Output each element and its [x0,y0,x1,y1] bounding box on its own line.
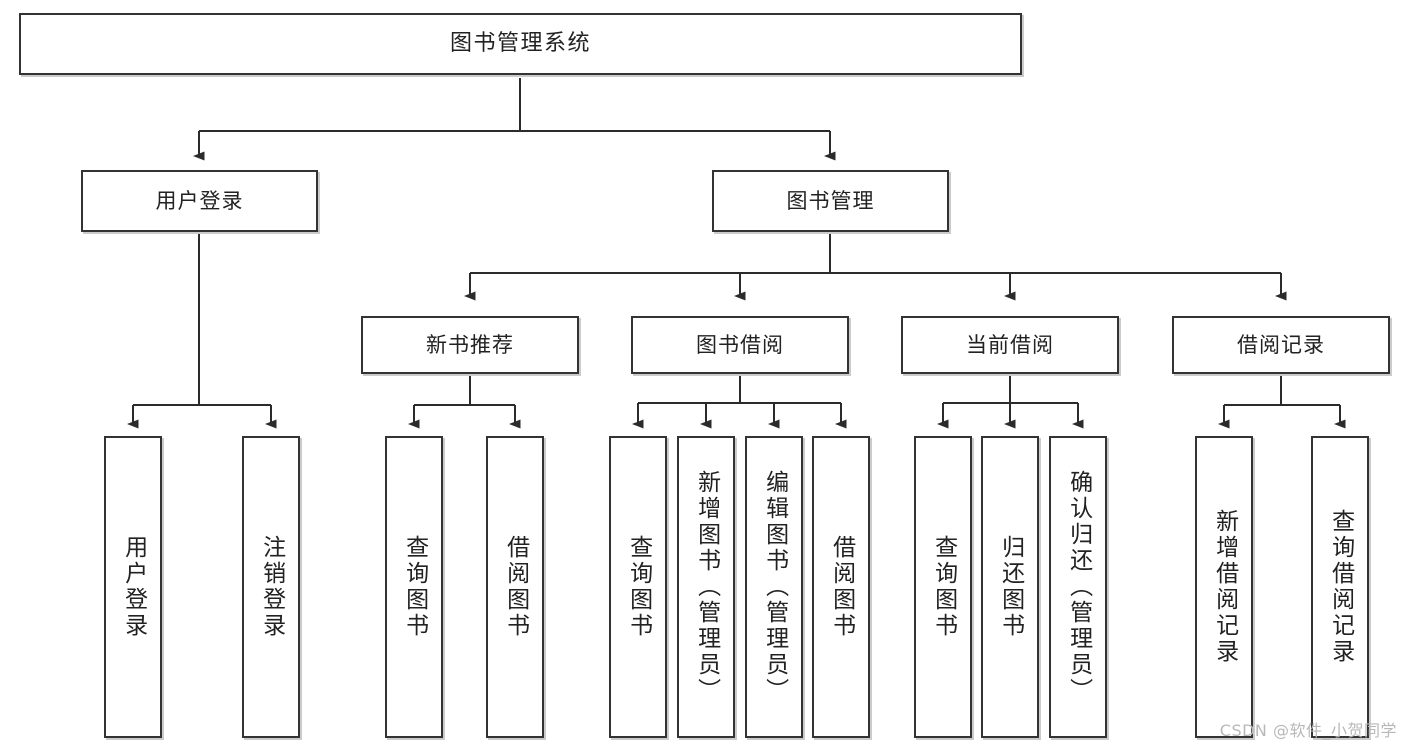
leaf-new-book-borrow[interactable]: 借阅图书 [486,436,544,738]
node-label: 当前借阅 [966,332,1054,357]
leaf-new-book-query[interactable]: 查询图书 [385,436,443,738]
leaf-user-login-signin[interactable]: 用户登录 [104,436,162,738]
node-label: 图书管理系统 [449,31,591,57]
leaf-book-borrow-edit-admin[interactable]: 编辑图书（管理员） [745,436,803,738]
node-label: 借阅记录 [1237,332,1325,357]
node-borrow-record[interactable]: 借阅记录 [1172,316,1390,374]
node-root-book-management-system[interactable]: 图书管理系统 [19,13,1022,75]
node-current-borrow[interactable]: 当前借阅 [901,316,1119,374]
leaf-current-borrow-confirm-admin[interactable]: 确认归还（管理员） [1049,436,1107,738]
node-book-management[interactable]: 图书管理 [712,170,949,232]
node-label: 图书管理 [786,188,875,213]
node-label: 新增借阅记录 [1211,509,1238,665]
node-user-login[interactable]: 用户登录 [81,170,318,232]
node-label: 用户登录 [155,188,244,213]
node-label: 编辑图书（管理员） [761,470,788,704]
node-label: 归还图书 [997,535,1024,639]
leaf-book-borrow-query[interactable]: 查询图书 [609,436,667,738]
node-label: 借阅图书 [502,535,529,639]
node-label: 查询图书 [401,535,428,639]
leaf-book-borrow-borrow[interactable]: 借阅图书 [812,436,870,738]
leaf-user-login-logout[interactable]: 注销登录 [242,436,300,738]
node-label: 查询图书 [930,535,957,639]
node-book-borrow[interactable]: 图书借阅 [631,316,849,374]
node-new-book-recommend[interactable]: 新书推荐 [361,316,579,374]
node-label: 图书借阅 [696,332,784,357]
node-label: 用户登录 [120,535,147,639]
node-label: 确认归还（管理员） [1065,470,1092,704]
node-label: 查询借阅记录 [1327,509,1354,665]
leaf-borrow-record-add[interactable]: 新增借阅记录 [1195,436,1253,738]
node-label: 借阅图书 [828,535,855,639]
node-label: 注销登录 [258,535,285,639]
leaf-book-borrow-add-admin[interactable]: 新增图书（管理员） [677,436,735,738]
watermark: CSDN @软件_小贺同学 [1219,721,1397,740]
node-label: 查询图书 [625,535,652,639]
node-label: 新书推荐 [426,332,514,357]
leaf-current-borrow-return[interactable]: 归还图书 [981,436,1039,738]
leaf-borrow-record-query[interactable]: 查询借阅记录 [1311,436,1369,738]
node-label: 新增图书（管理员） [693,470,720,704]
leaf-current-borrow-query[interactable]: 查询图书 [914,436,972,738]
